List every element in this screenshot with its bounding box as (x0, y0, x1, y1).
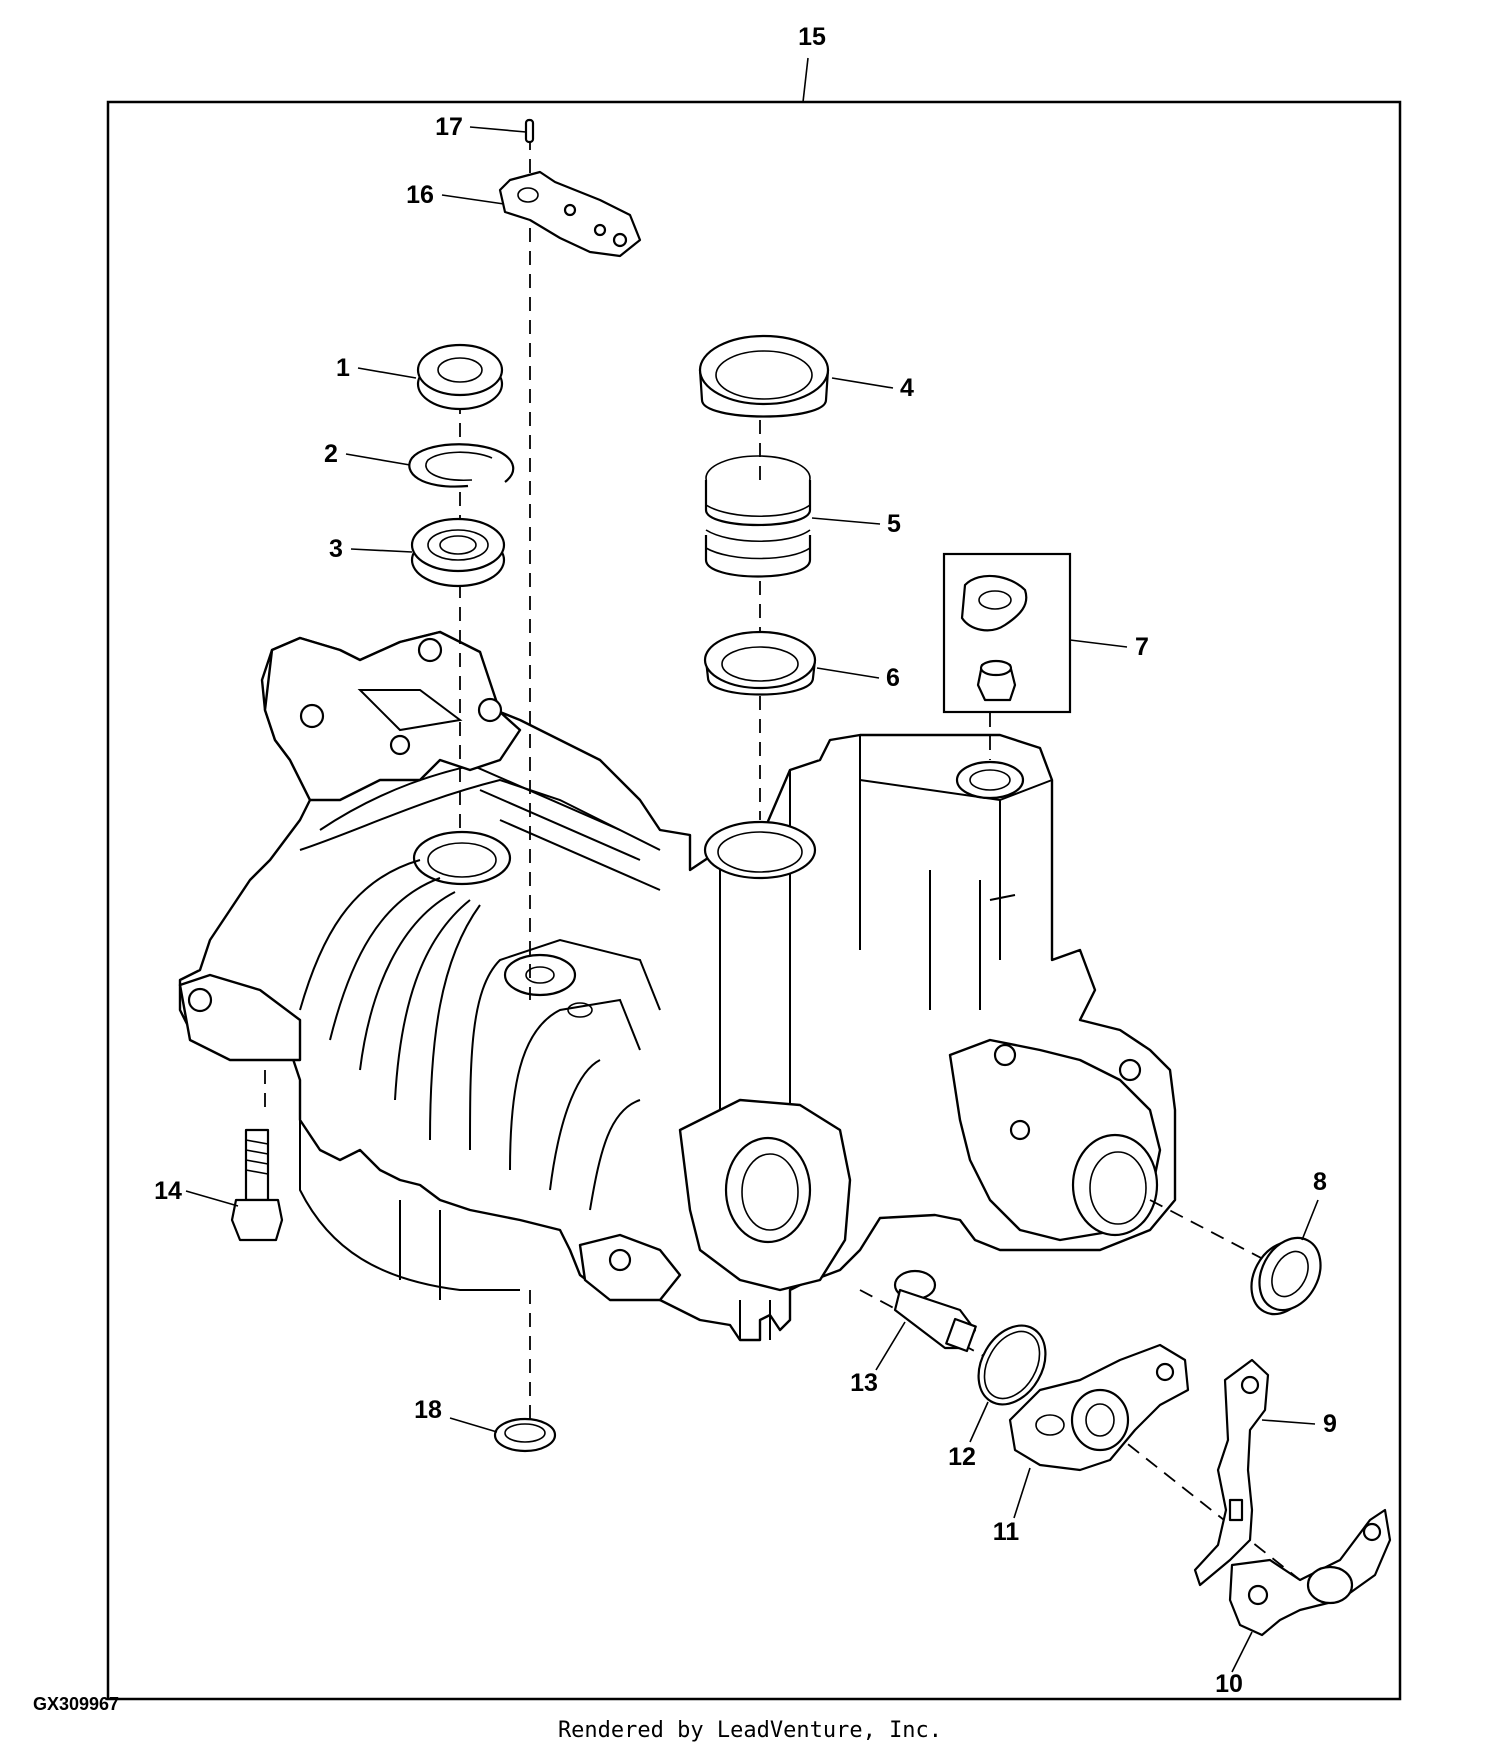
svg-text:5: 5 (887, 510, 901, 538)
part-3-bearing (410, 517, 506, 588)
callout-12[interactable]: 12 (948, 1401, 989, 1471)
part-14-bolt (230, 1128, 284, 1242)
part-4-cup (698, 334, 830, 418)
part-9-bracket (1193, 1358, 1270, 1587)
part-2-snap-ring (408, 443, 515, 488)
part-17-pin (524, 118, 535, 144)
svg-text:7: 7 (1135, 633, 1149, 661)
svg-text:3: 3 (329, 535, 343, 563)
part-18-ring (493, 1417, 557, 1453)
callout-18[interactable]: 18 (414, 1396, 498, 1433)
rendered-by-footer: Rendered by LeadVenture, Inc. (557, 1718, 943, 1743)
part-16-lever-arm (498, 170, 642, 258)
part-1-seal (416, 343, 504, 411)
callout-13[interactable]: 13 (850, 1321, 906, 1397)
callout-11[interactable]: 11 (993, 1467, 1031, 1546)
svg-text:9: 9 (1323, 1410, 1337, 1438)
part-8-seal (1250, 1236, 1322, 1316)
svg-text:13: 13 (850, 1369, 878, 1397)
transaxle-housing (178, 630, 1177, 1342)
callout-5[interactable]: 5 (811, 510, 901, 538)
part-5-spring (704, 455, 812, 578)
callout-1[interactable]: 1 (336, 354, 417, 382)
svg-text:2: 2 (324, 440, 338, 468)
svg-text:6: 6 (886, 664, 900, 692)
part-7-breather-kit (942, 552, 1072, 714)
part-11-cover-plate (1008, 1343, 1190, 1472)
svg-text:18: 18 (414, 1396, 442, 1424)
part-6-retainer (703, 630, 817, 696)
callout-17[interactable]: 17 (435, 113, 527, 141)
svg-text:15: 15 (798, 23, 826, 51)
callout-7[interactable]: 7 (1069, 633, 1149, 661)
svg-text:10: 10 (1215, 1670, 1243, 1698)
callout-3[interactable]: 3 (329, 535, 413, 563)
svg-text:17: 17 (435, 113, 463, 141)
callout-14[interactable]: 14 (154, 1177, 239, 1207)
callout-4[interactable]: 4 (831, 374, 914, 402)
callout-15[interactable]: 15 (798, 23, 826, 103)
callout-2[interactable]: 2 (324, 440, 411, 468)
svg-text:11: 11 (993, 1518, 1020, 1546)
part-13-shaft (893, 1269, 977, 1353)
callout-10[interactable]: 10 (1215, 1631, 1253, 1698)
callout-9[interactable]: 9 (1261, 1410, 1337, 1438)
callout-6[interactable]: 6 (816, 664, 900, 692)
svg-text:1: 1 (336, 354, 350, 382)
svg-text:8: 8 (1313, 1168, 1327, 1196)
diagram-frame (106, 100, 1402, 1701)
svg-text:12: 12 (948, 1443, 976, 1471)
svg-text:16: 16 (406, 181, 434, 209)
svg-text:4: 4 (900, 374, 914, 402)
svg-text:14: 14 (154, 1177, 182, 1205)
callout-16[interactable]: 16 (406, 181, 505, 209)
part-12-o-ring (977, 1324, 1047, 1406)
callout-8[interactable]: 8 (1301, 1168, 1327, 1241)
diagram-id-label: GX309967 (33, 1694, 120, 1714)
part-10-plate (1228, 1508, 1392, 1637)
